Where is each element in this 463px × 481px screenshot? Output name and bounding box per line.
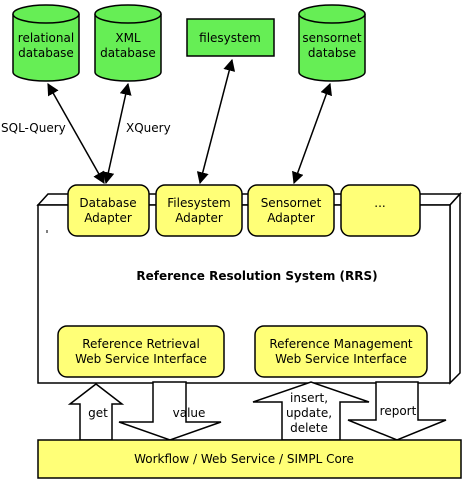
sensornet-arrow: [292, 82, 332, 185]
xquery-arrow: [102, 82, 132, 185]
management-label-1: Reference Management: [269, 337, 413, 351]
sensornet-adapter-label-2: Adapter: [267, 211, 315, 225]
xml-label-2: database: [100, 46, 156, 60]
database-adapter-label-2: Adapter: [84, 211, 132, 225]
core-label: Workflow / Web Service / SIMPL Core: [134, 452, 354, 466]
sensornet-database: sensornet databse: [298, 4, 366, 82]
filesystem-adapter-label-1: Filesystem: [167, 196, 230, 210]
retrieval-label-2: Web Service Interface: [75, 352, 207, 366]
relational-label-2: database: [18, 46, 74, 60]
filesystem-label: filesystem: [199, 31, 261, 45]
management-interface: Reference Management Web Service Interfa…: [254, 325, 428, 378]
report-arrow: report: [347, 381, 447, 441]
more-adapters: ...: [340, 184, 421, 237]
xquery-label: XQuery: [126, 121, 171, 135]
delete-label: delete: [290, 421, 328, 435]
insert-label: insert,: [290, 391, 328, 405]
filesystem-adapter: Filesystem Adapter: [155, 184, 243, 237]
retrieval-interface: Reference Retrieval Web Service Interfac…: [57, 325, 225, 378]
more-adapters-label: ...: [374, 196, 385, 210]
rrs-title: Reference Resolution System (RRS): [136, 269, 377, 283]
sensornet-adapter: Sensornet Adapter: [247, 184, 335, 237]
report-label: report: [380, 404, 417, 418]
sensornet-label-1: sensornet: [302, 31, 362, 45]
database-adapter-label-1: Database: [79, 196, 136, 210]
value-label: value: [173, 406, 206, 420]
sensornet-adapter-label-1: Sensornet: [261, 196, 322, 210]
xml-label-1: XML: [115, 31, 141, 45]
value-arrow: value: [118, 381, 222, 441]
update-label: update,: [286, 406, 332, 420]
sensornet-label-2: databse: [308, 46, 356, 60]
core-bar: Workflow / Web Service / SIMPL Core: [37, 439, 462, 479]
management-label-2: Web Service Interface: [275, 352, 407, 366]
relational-database: relational database: [12, 4, 80, 82]
sql-query-arrow: [47, 82, 105, 185]
filesystem-box: filesystem: [186, 18, 275, 57]
filesystem-adapter-label-2: Adapter: [175, 211, 223, 225]
get-label: get: [88, 406, 108, 420]
database-adapter: Database Adapter: [67, 184, 150, 237]
relational-label-1: relational: [18, 31, 74, 45]
sql-query-label: SQL-Query: [1, 121, 66, 135]
insert-update-delete-arrow: insert, update, delete: [252, 381, 370, 441]
xml-database: XML database: [94, 4, 162, 82]
get-arrow: get: [67, 383, 125, 441]
filesystem-arrow: [196, 58, 236, 185]
retrieval-label-1: Reference Retrieval: [82, 337, 200, 351]
